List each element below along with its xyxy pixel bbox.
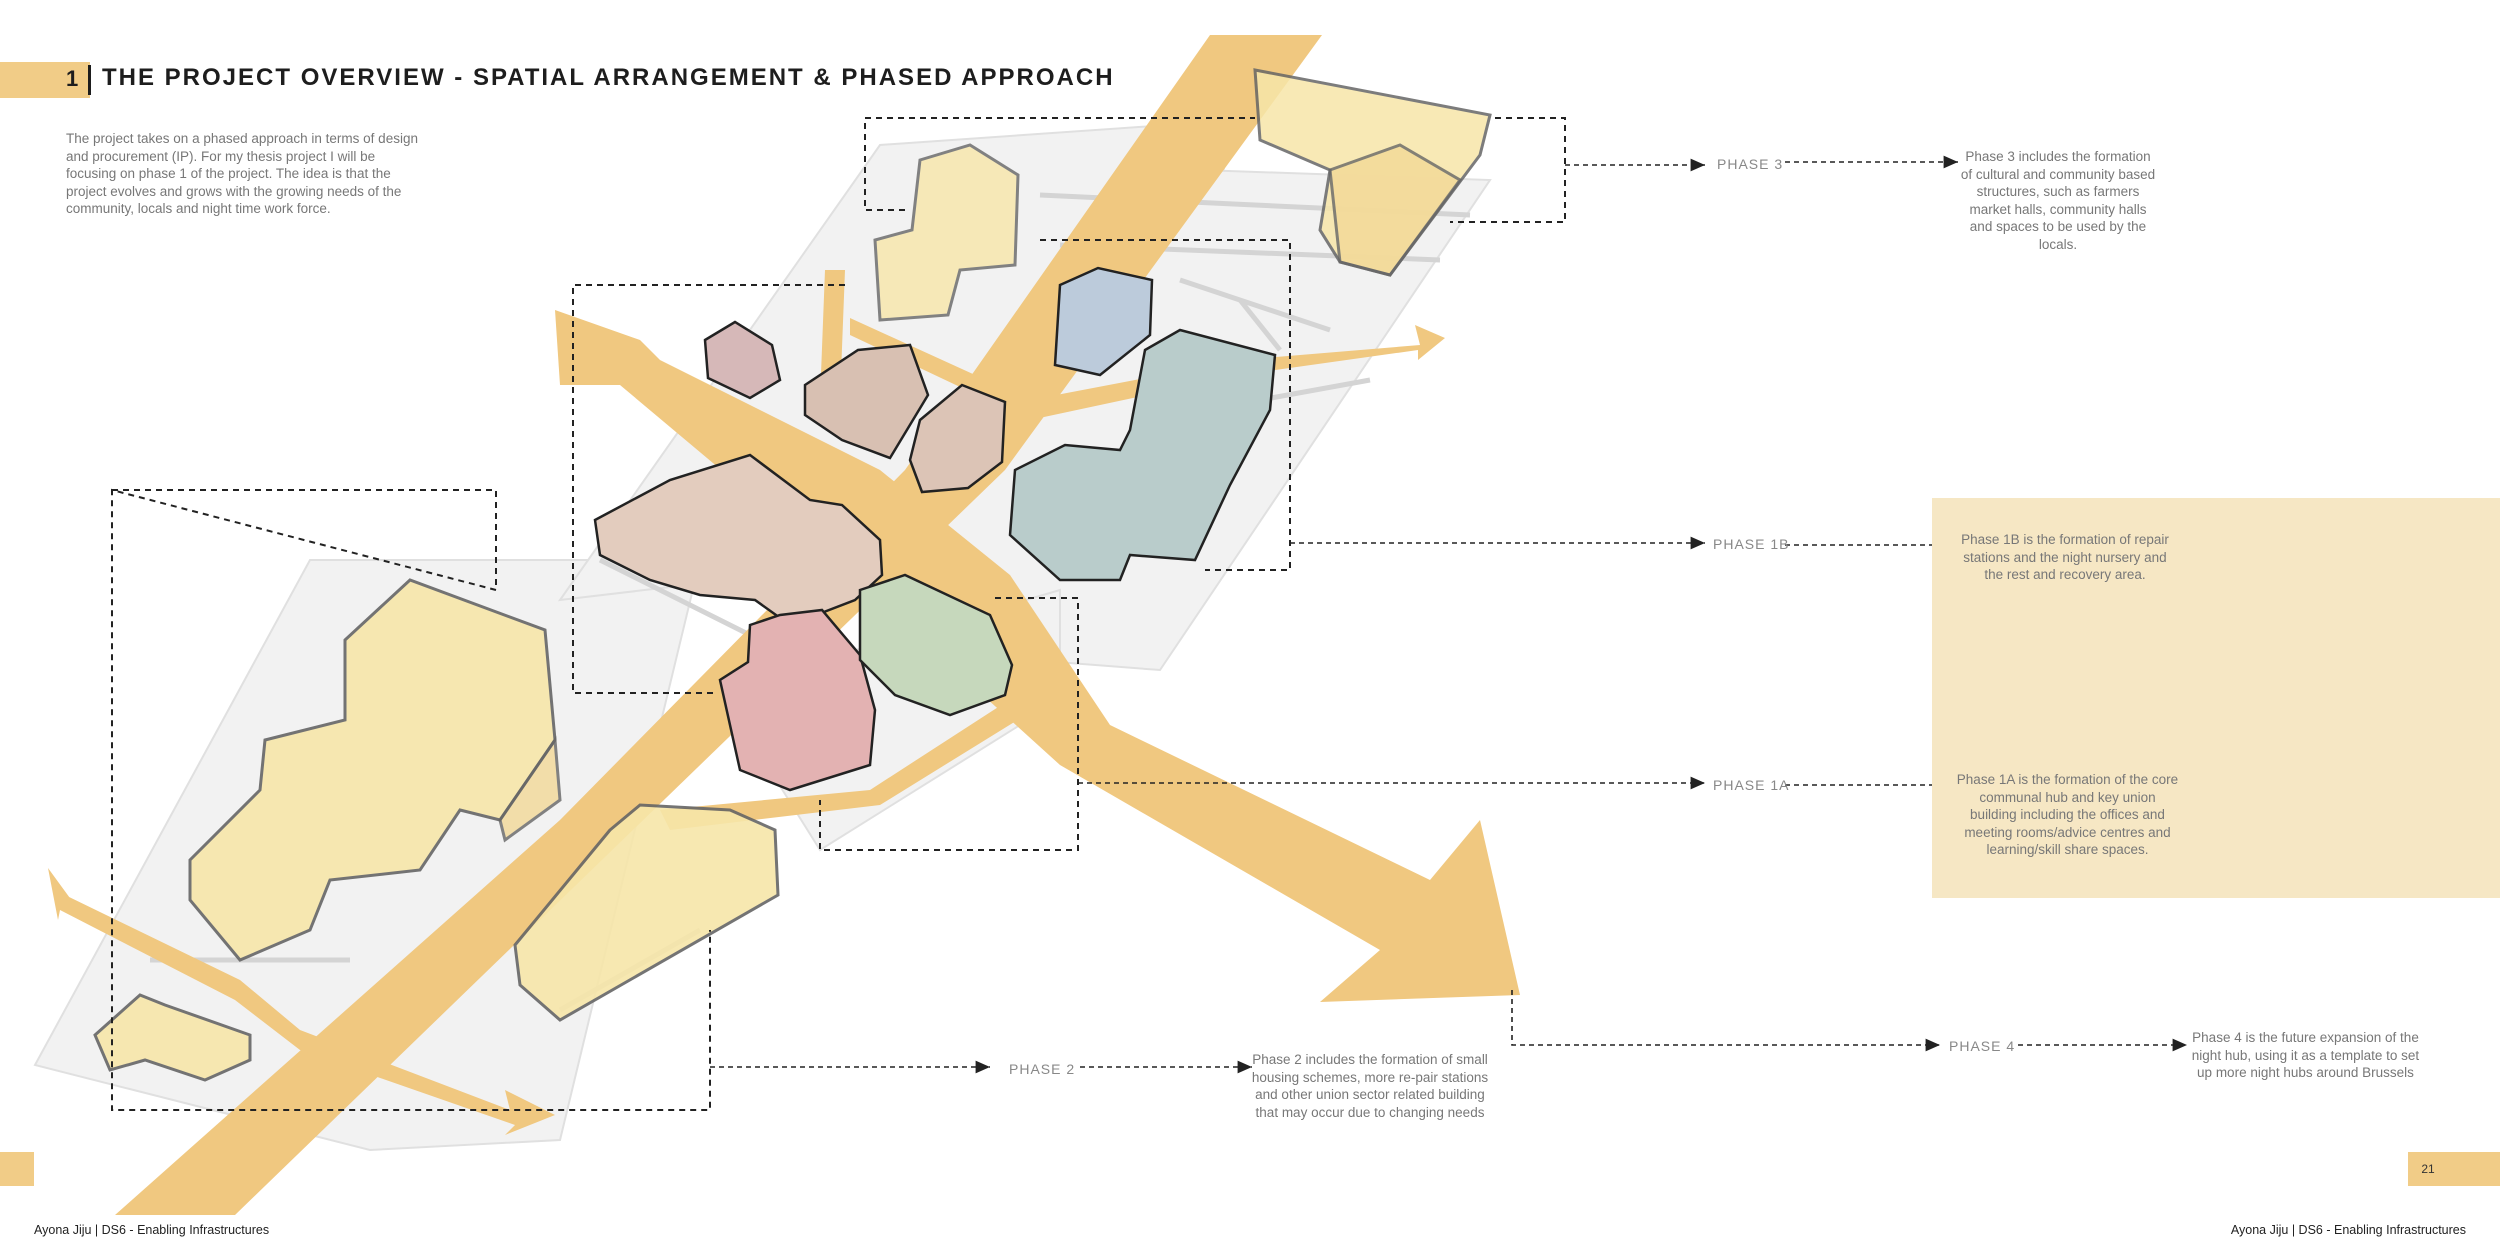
title-divider	[88, 65, 91, 95]
phase1b-boundary	[1040, 239, 1291, 571]
phase1b-label: PHASE 1B	[1713, 536, 1790, 552]
phase2-boundary	[111, 488, 711, 1111]
page-number-tab	[2408, 1152, 2500, 1186]
page-title: THE PROJECT OVERVIEW - SPATIAL ARRANGEME…	[102, 64, 1115, 91]
footer-right: Ayona Jiju | DS6 - Enabling Infrastructu…	[2230, 1223, 2466, 1237]
phase1a-lower-boundary	[819, 597, 1079, 851]
phase2-label: PHASE 2	[1009, 1061, 1076, 1077]
phase2-description: Phase 2 includes the formation of small …	[1251, 1052, 1489, 1120]
leader-lines	[710, 155, 2187, 1074]
phase1a-buildings	[593, 320, 1014, 792]
page-number: 21	[2421, 1162, 2435, 1176]
phase3-right-boundary	[1450, 117, 1566, 223]
phase4-label: PHASE 4	[1949, 1038, 2016, 1054]
upper-street-arrow	[850, 318, 1445, 420]
phase1b-buildings	[1008, 266, 1277, 582]
section-tab	[0, 62, 90, 98]
phase4-description: Phase 4 is the future expansion of the n…	[2191, 1030, 2420, 1080]
phase2-buildings	[93, 578, 780, 1082]
main-road-arrow	[115, 35, 1322, 1215]
phase-description-panel	[1932, 498, 2500, 898]
phase-boundaries	[111, 117, 1566, 1111]
cross-avenue-arrow	[555, 310, 1520, 1002]
section-number: 1	[66, 66, 79, 91]
phase1a-description: Phase 1A is the formation of the core co…	[1956, 772, 2179, 857]
phase1a-label: PHASE 1A	[1713, 777, 1790, 793]
intro-paragraph: The project takes on a phased approach i…	[66, 131, 418, 216]
phase3-buildings	[873, 68, 1492, 322]
phase1b-description: Phase 1B is the formation of repair stat…	[1961, 532, 2169, 582]
phase1a-boundary	[572, 284, 845, 694]
lower-left-arrow	[48, 868, 555, 1135]
corner-tab-left	[0, 1152, 34, 1186]
footer-left: Ayona Jiju | DS6 - Enabling Infrastructu…	[34, 1223, 270, 1237]
phase3-description: Phase 3 includes the formation of cultur…	[1960, 149, 2156, 252]
phase3-label: PHASE 3	[1717, 156, 1784, 172]
